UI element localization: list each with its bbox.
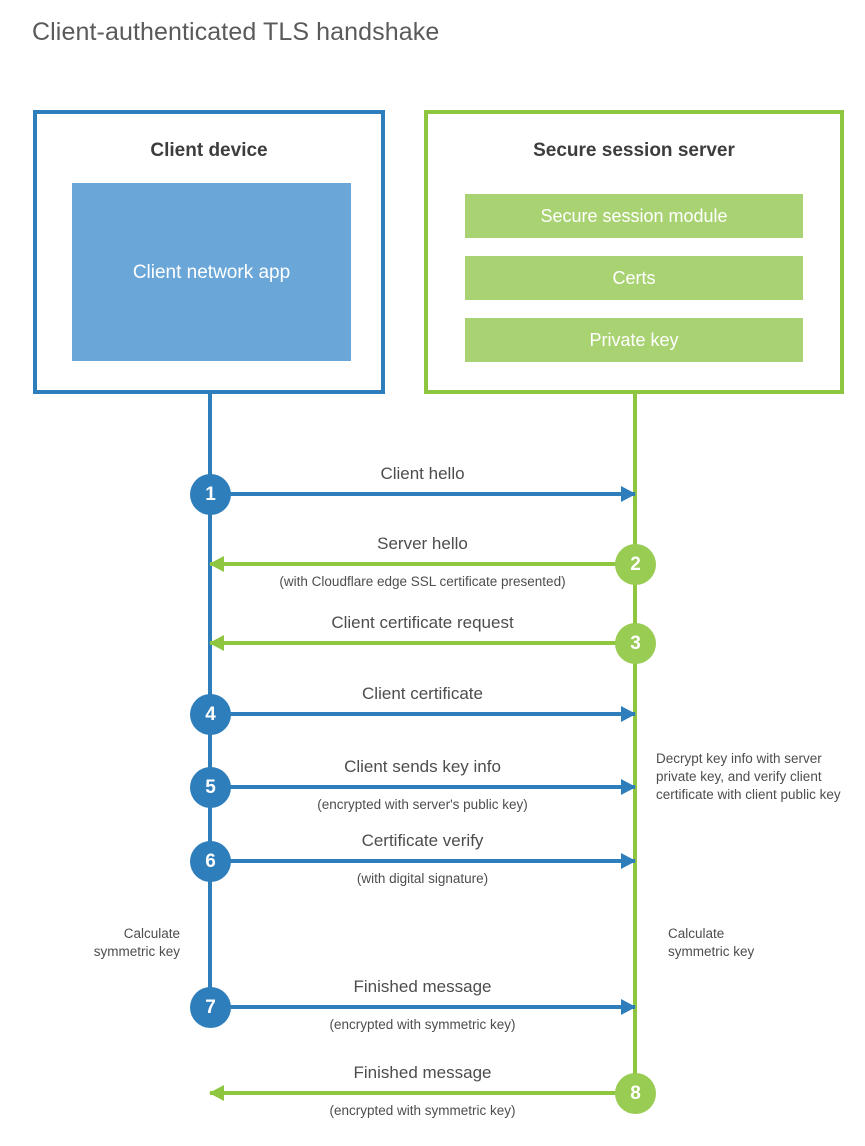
message-sublabel-8: (encrypted with symmetric key) (329, 1103, 516, 1118)
message-label-8: Finished message (353, 1063, 492, 1082)
arrow-head-icon-6 (621, 853, 636, 869)
arrow-line-2 (210, 562, 635, 566)
note-server-decrypt: Decrypt key info with server private key… (656, 751, 841, 802)
arrow-head-icon-3 (209, 635, 224, 651)
server-component-secure-session-module: Secure session module (465, 194, 803, 238)
step-circle-1: 1 (190, 474, 231, 515)
step-circle-8: 8 (615, 1073, 656, 1114)
message-label-2: Server hello (377, 534, 468, 553)
secure-session-server-box: Secure session server Secure session mod… (424, 110, 844, 394)
step-circle-6: 6 (190, 841, 231, 882)
message-label-5: Client sends key info (344, 757, 501, 776)
secure-session-server-title: Secure session server (533, 140, 735, 161)
arrow-line-7 (210, 1005, 635, 1009)
arrow-line-8 (210, 1091, 635, 1095)
note-client-calculate-symmetric-key: Calculate symmetric key (93, 926, 180, 959)
arrow-head-icon-1 (621, 486, 636, 502)
client-device-title: Client device (150, 140, 268, 161)
arrow-line-6 (210, 859, 635, 863)
arrow-line-3 (210, 641, 635, 645)
step-circle-5: 5 (190, 767, 231, 808)
server-lifeline (633, 394, 637, 1094)
server-component-certs: Certs (465, 256, 803, 300)
message-sublabel-5: (encrypted with server's public key) (317, 797, 528, 812)
arrow-head-icon-8 (209, 1085, 224, 1101)
message-label-6: Certificate verify (361, 831, 484, 850)
arrow-head-icon-2 (209, 556, 224, 572)
arrow-head-icon-5 (621, 779, 636, 795)
message-sublabel-6: (with digital signature) (356, 871, 489, 886)
step-circle-4: 4 (190, 694, 231, 735)
step-circle-7: 7 (190, 987, 231, 1028)
note-server-calculate-symmetric-key: Calculate symmetric key (668, 926, 755, 959)
arrow-line-5 (210, 785, 635, 789)
message-label-4: Client certificate (362, 684, 483, 703)
message-label-3: Client certificate request (331, 613, 514, 632)
message-sublabel-2: (with Cloudflare edge SSL certificate pr… (279, 574, 566, 589)
server-component-private-key: Private key (465, 318, 803, 362)
message-sublabel-7: (encrypted with symmetric key) (329, 1017, 516, 1032)
page-title: Client-authenticated TLS handshake (32, 18, 440, 46)
message-label-7: Finished message (353, 977, 492, 996)
arrow-line-4 (210, 712, 635, 716)
arrow-head-icon-4 (621, 706, 636, 722)
client-device-box: Client device Client network app (33, 110, 385, 394)
step-circle-2: 2 (615, 544, 656, 585)
step-circle-3: 3 (615, 623, 656, 664)
arrow-line-1 (210, 492, 635, 496)
client-network-app-block: Client network app (72, 183, 351, 361)
arrow-head-icon-7 (621, 999, 636, 1015)
message-label-1: Client hello (380, 464, 465, 483)
